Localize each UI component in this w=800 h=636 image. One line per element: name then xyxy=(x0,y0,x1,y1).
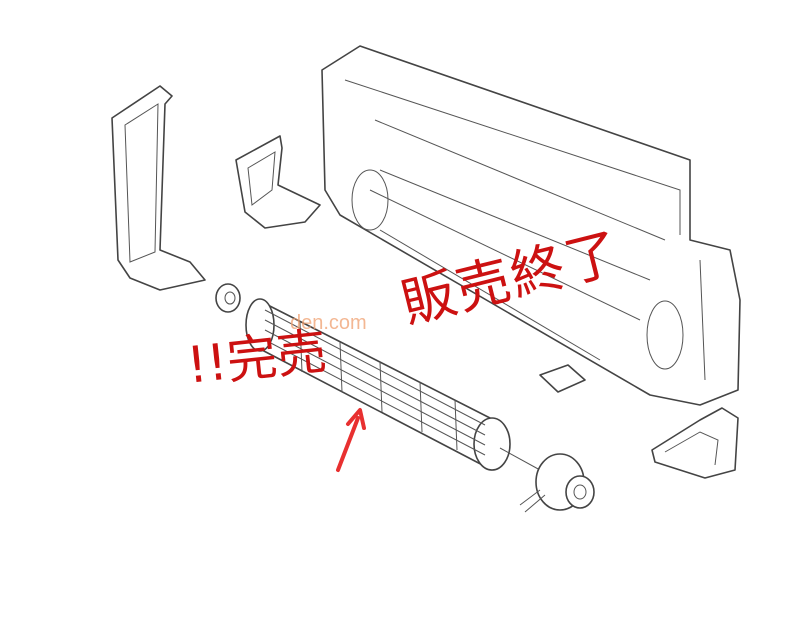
red-arrow-icon xyxy=(336,408,366,472)
cabinet-housing xyxy=(321,45,741,406)
side-panel-right xyxy=(651,407,739,479)
side-panel-left xyxy=(111,85,206,291)
fan-motor xyxy=(499,447,595,513)
watermark: den.com xyxy=(290,312,367,334)
cross-flow-fan xyxy=(245,298,511,471)
sold-out-label: !!完売 xyxy=(184,322,330,395)
small-gear xyxy=(215,283,241,313)
side-bracket xyxy=(235,135,321,229)
